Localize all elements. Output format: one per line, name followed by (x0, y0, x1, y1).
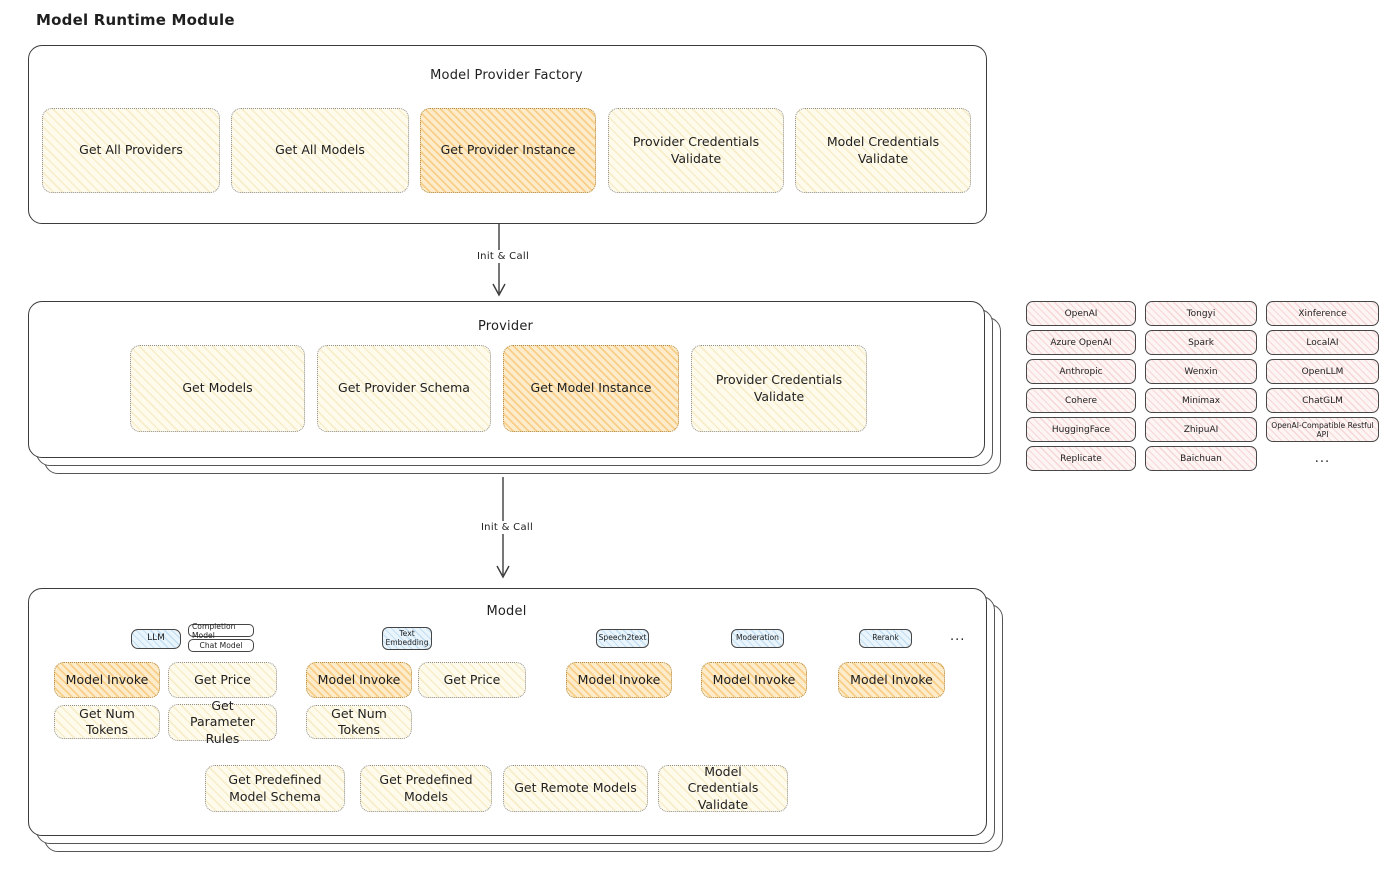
model-tab-text-embedding: Text Embedding (382, 627, 432, 650)
factory-item-get-all-providers: Get All Providers (42, 108, 220, 193)
model-subtab-chat-model: Chat Model (188, 639, 254, 652)
model-tab-rerank: Rerank (859, 629, 912, 648)
model-text-embedding-get-num-tokens: Get Num Tokens (306, 705, 412, 739)
model-subtab-completion-model: Completion Model (188, 622, 254, 640)
provider-pill-tongyi: Tongyi (1145, 301, 1257, 326)
provider-pill-minimax: Minimax (1145, 388, 1257, 413)
provider-pill-anthropic: Anthropic (1026, 359, 1136, 384)
page-title: Model Runtime Module (36, 11, 235, 29)
model-llm-get-price: Get Price (168, 662, 277, 698)
provider-pill-huggingface: HuggingFace (1026, 417, 1136, 442)
model-tab-moderation: Moderation (731, 629, 784, 648)
provider-pill-openai-compatible-restful-api: OpenAI-Compatible Restful API (1266, 417, 1379, 442)
model-tab-speech2text: Speech2text (596, 629, 649, 648)
provider-pill-wenxin: Wenxin (1145, 359, 1257, 384)
provider-pill-azure-openai: Azure OpenAI (1026, 330, 1136, 355)
model-get-remote-models: Get Remote Models (503, 765, 648, 812)
model-text-embedding-get-price: Get Price (418, 662, 526, 698)
factory-panel-title: Model Provider Factory (430, 68, 583, 83)
provider-pill-replicate: Replicate (1026, 446, 1136, 471)
provider-pill-openllm: OpenLLM (1266, 359, 1379, 384)
factory-item-provider-credentials-validate: Provider Credentials Validate (608, 108, 784, 193)
arrow-label-init-call-2: Init & Call (462, 521, 552, 534)
arrow-label-init-call-1: Init & Call (458, 250, 548, 263)
providers-grid: OpenAI Tongyi Xinference Azure OpenAI Sp… (1026, 301, 1379, 471)
model-llm-get-num-tokens: Get Num Tokens (54, 705, 160, 739)
provider-item-get-model-instance: Get Model Instance (503, 345, 679, 432)
model-speech2text-model-invoke: Model Invoke (566, 662, 672, 698)
model-moderation-model-invoke: Model Invoke (701, 662, 807, 698)
provider-pill-localai: LocalAI (1266, 330, 1379, 355)
provider-pill-spark: Spark (1145, 330, 1257, 355)
model-text-embedding-model-invoke: Model Invoke (306, 662, 412, 698)
provider-panel-title: Provider (477, 319, 534, 334)
providers-grid-more-ellipsis: ... (1314, 451, 1331, 466)
provider-item-provider-credentials-validate: Provider Credentials Validate (691, 345, 867, 432)
provider-pill-cohere: Cohere (1026, 388, 1136, 413)
model-tabs-more-ellipsis: ... (950, 629, 966, 644)
provider-item-get-provider-schema: Get Provider Schema (317, 345, 491, 432)
model-get-predefined-models: Get Predefined Models (360, 765, 492, 812)
model-model-credentials-validate: Model Credentials Validate (658, 764, 788, 812)
model-panel-title: Model (486, 604, 527, 619)
provider-pill-xinference: Xinference (1266, 301, 1379, 326)
provider-pill-zhipuai: ZhipuAI (1145, 417, 1257, 442)
provider-pill-baichuan: Baichuan (1145, 446, 1257, 471)
factory-item-model-credentials-validate: Model Credentials Validate (795, 108, 971, 193)
model-tab-llm: LLM (131, 629, 181, 649)
model-llm-get-parameter-rules: Get Parameter Rules (168, 698, 277, 746)
provider-pill-openai: OpenAI (1026, 301, 1136, 326)
model-rerank-model-invoke: Model Invoke (838, 662, 945, 698)
factory-item-get-all-models: Get All Models (231, 108, 409, 193)
model-llm-model-invoke: Model Invoke (54, 662, 160, 698)
provider-item-get-models: Get Models (130, 345, 305, 432)
provider-pill-chatglm: ChatGLM (1266, 388, 1379, 413)
model-get-predefined-model-schema: Get Predefined Model Schema (205, 765, 345, 812)
factory-item-get-provider-instance: Get Provider Instance (420, 108, 596, 193)
